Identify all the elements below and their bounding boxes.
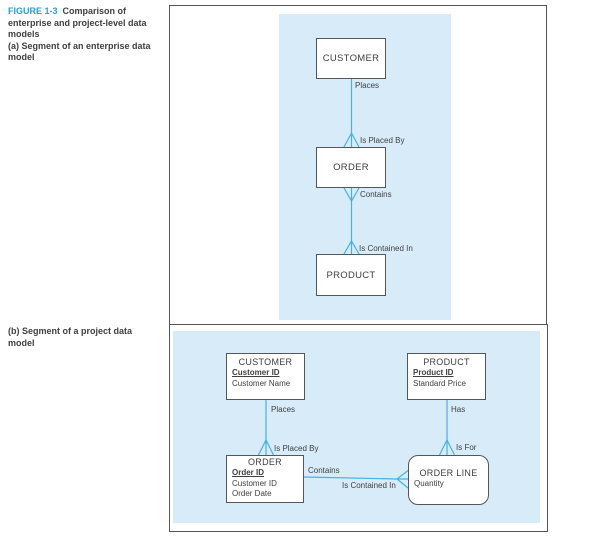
- label-is-for-b: Is For: [456, 443, 477, 452]
- entity-order-line-b: ORDER LINE Quantity: [408, 455, 489, 505]
- label-is-placed-by-b: Is Placed By: [274, 444, 319, 453]
- label-is-placed-by-a: Is Placed By: [360, 136, 405, 145]
- entity-attribute: Customer Name: [232, 378, 291, 388]
- entity-product-b: PRODUCT Product ID Standard Price: [407, 353, 486, 400]
- entity-order-a: ORDER: [316, 147, 386, 188]
- label-contains-a: Contains: [360, 190, 392, 199]
- label-contains-b: Contains: [308, 466, 340, 475]
- entity-name: PRODUCT: [423, 357, 470, 367]
- entity-name: ORDER LINE: [419, 468, 478, 478]
- entity-attribute: Order Date: [232, 489, 272, 498]
- entity-name: PRODUCT: [326, 269, 376, 281]
- label-places-b: Places: [271, 405, 296, 414]
- entity-attribute: Customer ID: [232, 478, 277, 488]
- entity-key-attribute: Customer ID: [232, 368, 280, 377]
- label-is-contained-in-a: Is Contained In: [359, 244, 413, 253]
- entity-order-b: ORDER Order ID Customer ID Order Date: [226, 455, 304, 503]
- entity-key-attribute: Order ID: [232, 468, 265, 477]
- figure-title: Comparison of enterprise and project-lev…: [8, 6, 147, 39]
- entity-name: ORDER: [333, 162, 369, 173]
- entity-name: CUSTOMER: [322, 53, 380, 64]
- entity-customer-a: CUSTOMER: [316, 38, 386, 79]
- label-has-b: Has: [451, 405, 466, 414]
- entity-product-a: PRODUCT: [316, 254, 386, 296]
- entity-name: ORDER: [247, 457, 282, 467]
- label-places-a: Places: [355, 81, 380, 90]
- entity-name: CUSTOMER: [238, 357, 293, 367]
- entity-attribute: Standard Price: [413, 378, 466, 388]
- caption-part-b: (b) Segment of a project data model: [8, 326, 133, 348]
- entity-customer-b: CUSTOMER Customer ID Customer Name: [226, 353, 305, 400]
- figure-number: FIGURE 1-3: [8, 6, 58, 16]
- caption-part-a: (a) Segment of an enterprise data model: [8, 40, 151, 63]
- label-is-contained-in-b: Is Contained In: [342, 481, 396, 490]
- entity-attribute: Quantity: [414, 479, 444, 488]
- entity-key-attribute: Product ID: [413, 368, 454, 377]
